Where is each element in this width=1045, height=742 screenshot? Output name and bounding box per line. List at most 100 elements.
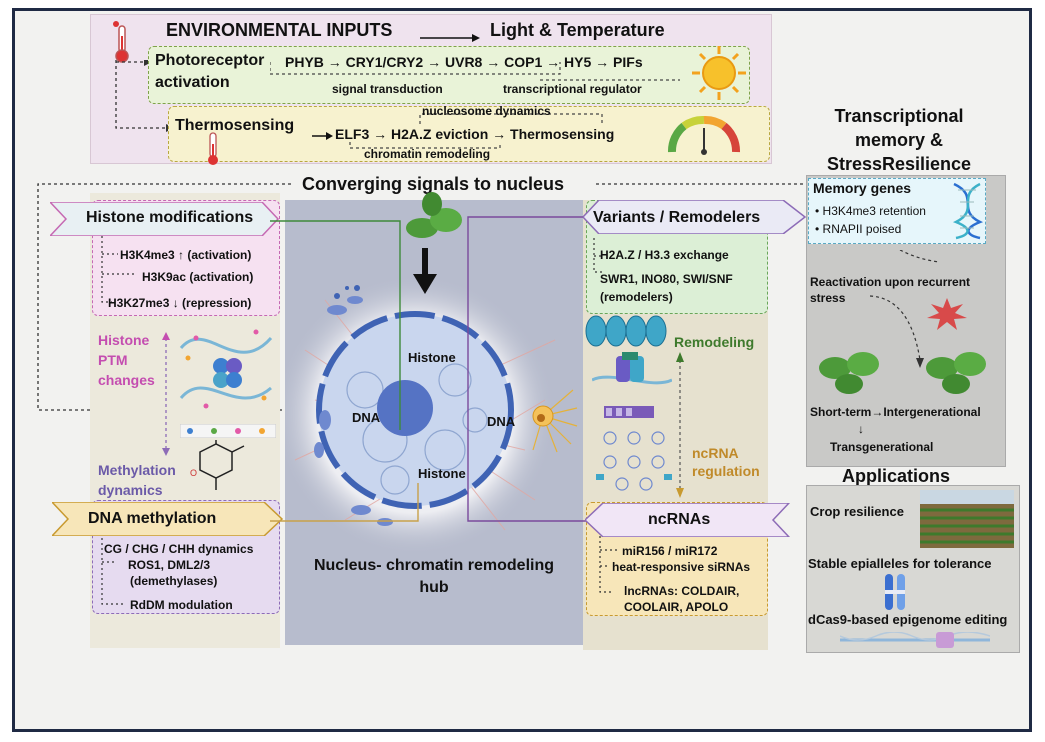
- env-title-arrow: [420, 30, 480, 48]
- application-item-3: dCas9-based epigenome editing: [808, 612, 1008, 627]
- histmod-item-3: H3K27me3 ↓ (repression): [108, 296, 252, 310]
- memory-genes-box: [808, 178, 986, 244]
- ncrna-regulation-line-1: ncRNA: [692, 445, 739, 461]
- dcas9-dna-icon: [839, 631, 991, 653]
- reactivation-line-1: Reactivation upon recurrent: [810, 275, 971, 289]
- nucleus-caption-line-2: hub: [419, 579, 449, 596]
- variants-item-2: SWR1, INO80, SWI/SNF: [600, 272, 733, 286]
- memory-gene-item-2-text: RNAPII poised: [822, 222, 902, 236]
- thermosensing-label: Thermosensing: [175, 117, 295, 134]
- memory-title-line-1: Transcriptional: [834, 106, 964, 126]
- dna-label-right: DNA: [487, 414, 516, 429]
- chromosome-icon: [882, 572, 908, 617]
- methylcytosine-structure-icon: O: [178, 436, 250, 501]
- memory-dashed-arrows: [869, 250, 941, 368]
- remodeling-ncrna-arrow: [676, 352, 684, 498]
- thermosensing-box: [168, 106, 770, 162]
- nucleus-caption: Nucleus- chromatin remodeling hub: [285, 555, 583, 599]
- photoreceptor-chain: PHYB → CRY1/CRY2 → UVR8 → COP1 → HY5 → P…: [285, 54, 643, 70]
- application-item-1: Crop resilience: [810, 504, 904, 519]
- ncrnas-tree-lines: [599, 536, 620, 593]
- dna-label-left: DNA: [352, 410, 381, 425]
- env-title: ENVIRONMENTAL INPUTS: [166, 20, 393, 40]
- nucleus-caption-line-1: Nucleus- chromatin remodeling: [313, 557, 555, 574]
- variants-title: Variants / Remodelers: [593, 209, 761, 226]
- memory-title: Transcriptional memory & StressResilienc…: [814, 104, 984, 176]
- thermosensing-chain: ELF3 → H2A.Z eviction → Thermosensing: [335, 126, 615, 142]
- memory-gene-item-1: • H3K4me3 retention: [815, 204, 926, 218]
- temperature-gauge-icon: [666, 108, 742, 163]
- plant-seedling-right-icon: [922, 340, 992, 405]
- variants-item-3: (remodelers): [600, 290, 673, 304]
- variants-tree-lines: [593, 238, 602, 273]
- ptm-legend-strip: [179, 423, 277, 443]
- dna-helix-icon: [950, 182, 986, 245]
- histone-label-bottom: Histone: [418, 466, 466, 481]
- plant-seedling-left-icon: [815, 340, 885, 405]
- memory-title-line-3: StressResilience: [826, 154, 972, 174]
- seedling-icon: [400, 188, 470, 247]
- memory-genes-title: Memory genes: [813, 180, 912, 196]
- transcriptional-regulator-label: transcriptional regulator: [503, 82, 642, 96]
- thermo-dashed-lines: [349, 113, 603, 149]
- application-item-2: Stable epialleles for tolerance: [808, 556, 992, 571]
- dna-methylation-banner: [50, 501, 284, 541]
- generations-line-2: Transgenerational: [830, 440, 934, 454]
- photoreceptor-label-2: activation: [155, 74, 230, 91]
- variants-banner: [581, 199, 809, 239]
- ncrna-item-1: miR156 / miR172: [622, 544, 718, 558]
- env-title-target: Light & Temperature: [490, 20, 665, 40]
- dnameth-item-4: RdDM modulation: [130, 598, 233, 612]
- methylation-dynamics-label: Methylation dynamics: [98, 460, 176, 500]
- ptm-methylation-arrow: [162, 332, 170, 456]
- dnameth-item-3: (demethylases): [130, 574, 218, 588]
- dnameth-tree-lines: [101, 538, 124, 605]
- crop-field-image: [920, 490, 1014, 553]
- thermo-arrow: [312, 128, 334, 146]
- reactivation-line-2: stress: [810, 291, 846, 305]
- ptm-line-1: Histone: [98, 332, 150, 348]
- sun-icon: [690, 44, 748, 107]
- ncrna-item-2: heat-responsive siRNAs: [612, 560, 751, 574]
- applications-title: Applications: [842, 466, 951, 486]
- memory-title-line-2: memory &: [854, 130, 944, 150]
- photoreceptor-label-1: Photoreceptor: [155, 52, 265, 69]
- small-thermometer-icon: [206, 132, 220, 171]
- dna-methylation-title: DNA methylation: [88, 510, 217, 527]
- histmod-tree-lines: [101, 236, 136, 303]
- converging-signals-title: Converging signals to nucleus: [302, 174, 565, 194]
- ptm-line-3: changes: [98, 372, 155, 388]
- histone-ptm-illustration: [176, 318, 276, 423]
- ncrna-regulation-line-2: regulation: [692, 463, 760, 479]
- histmod-item-1: H3K4me3 ↑ (activation): [120, 248, 252, 262]
- generations-line-1: Short-term→Intergenerational: [810, 405, 981, 419]
- ncrna-item-4: COOLAIR, APOLO: [624, 600, 729, 614]
- svg-text:O: O: [190, 468, 197, 478]
- histone-ptm-label: Histone PTM changes: [98, 330, 155, 390]
- memory-gene-item-1-text: H3K4me3 retention: [822, 204, 926, 218]
- signal-transduction-label: signal transduction: [332, 82, 443, 96]
- reactivation-text: Reactivation upon recurrent stress: [810, 274, 970, 306]
- ncrna-mechanism-illustration: [594, 398, 674, 499]
- ncrna-item-3: lncRNAs: COLDAIR,: [624, 584, 740, 598]
- ncrna-regulation-label: ncRNA regulation: [692, 444, 760, 480]
- photoreceptor-box: [148, 46, 750, 104]
- histmod-item-2: H3K9ac (activation): [142, 270, 254, 284]
- histone-modifications-title: Histone modifications: [86, 209, 254, 226]
- variants-item-1: H2A.Z / H3.3 exchange: [600, 248, 729, 262]
- dnameth-item-2: ROS1, DML2/3: [128, 558, 211, 572]
- histone-label-top: Histone: [408, 350, 456, 365]
- generations-arrow: ↓: [858, 422, 864, 436]
- remodeler-complex-icon: [591, 350, 673, 395]
- histone-modifications-banner: [48, 201, 280, 241]
- dnameth-item-1: CG / CHG / CHH dynamics: [104, 542, 254, 556]
- ncrnas-title: ncRNAs: [648, 511, 711, 528]
- methylation-line-2: dynamics: [98, 482, 163, 498]
- methylation-line-1: Methylation: [98, 462, 176, 478]
- stress-burst-icon: [925, 296, 969, 337]
- memory-gene-item-2: • RNAPII poised: [815, 222, 902, 236]
- ptm-line-2: PTM: [98, 352, 128, 368]
- remodeling-label: Remodeling: [674, 334, 755, 350]
- nucleosome-array-icon: [584, 314, 674, 353]
- ncrnas-banner: [583, 502, 807, 542]
